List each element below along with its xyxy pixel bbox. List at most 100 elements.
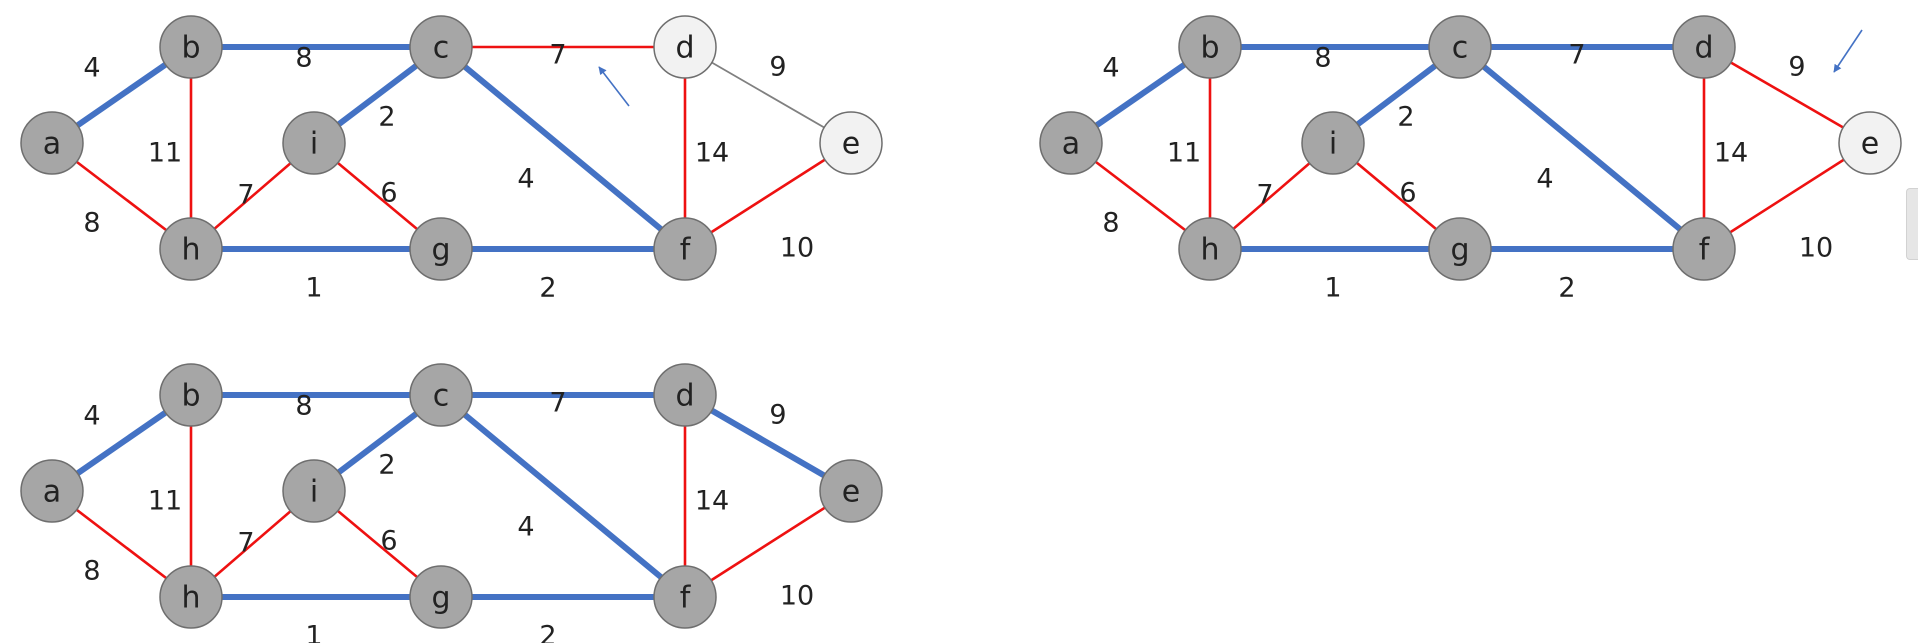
node-label-c: c <box>1452 31 1469 66</box>
edge-weight-i-g: 6 <box>380 526 397 557</box>
node-circle-e <box>1838 111 1902 175</box>
node-e[interactable]: e <box>819 111 883 175</box>
edge-weight-h-g: 1 <box>305 273 322 304</box>
edge-weight-b-c: 8 <box>295 391 312 422</box>
edge-weight-c-d: 7 <box>549 40 566 71</box>
edge-weight-i-g: 6 <box>1399 178 1416 209</box>
edge-e-f <box>1702 141 1872 251</box>
node-g[interactable]: g <box>409 217 473 281</box>
edge-weight-h-i: 7 <box>237 528 254 559</box>
node-circle-d <box>653 363 717 427</box>
edge-weight-b-h: 11 <box>148 138 182 169</box>
edge-weight-g-f: 2 <box>1558 273 1575 304</box>
node-h[interactable]: h <box>159 565 223 629</box>
node-e[interactable]: e <box>819 459 883 523</box>
node-circle-h <box>1178 217 1242 281</box>
edge-weight-i-g: 6 <box>380 178 397 209</box>
edge-weight-i-c: 2 <box>378 450 395 481</box>
node-c[interactable]: c <box>409 15 473 79</box>
node-label-g: g <box>431 581 450 616</box>
edge-d-e <box>684 46 852 144</box>
node-label-a: a <box>1062 127 1080 162</box>
node-label-d: d <box>675 379 694 414</box>
node-b[interactable]: b <box>159 15 223 79</box>
node-i[interactable]: i <box>282 111 346 175</box>
node-d[interactable]: d <box>1672 15 1736 79</box>
edge-weight-a-b: 4 <box>83 401 100 432</box>
edge-weight-h-g: 1 <box>305 621 322 643</box>
node-circle-i <box>282 459 346 523</box>
edge-weight-c-f: 4 <box>1536 164 1553 195</box>
node-label-h: h <box>181 581 200 616</box>
node-circle-h <box>159 565 223 629</box>
node-circle-f <box>1672 217 1736 281</box>
node-circle-d <box>1672 15 1736 79</box>
node-label-g: g <box>1450 233 1469 268</box>
node-label-e: e <box>1861 127 1879 162</box>
node-circle-i <box>1301 111 1365 175</box>
node-b[interactable]: b <box>1178 15 1242 79</box>
edge-weight-b-c: 8 <box>295 43 312 74</box>
node-circle-e <box>819 111 883 175</box>
node-circle-a <box>1039 111 1103 175</box>
edge-weight-b-h: 11 <box>148 486 182 517</box>
edge-weight-d-e: 9 <box>769 400 786 431</box>
edge-weight-i-c: 2 <box>1397 102 1414 133</box>
node-a[interactable]: a <box>1039 111 1103 175</box>
pointer-arrow-icon <box>598 66 630 107</box>
node-circle-g <box>409 565 473 629</box>
node-i[interactable]: i <box>282 459 346 523</box>
node-label-a: a <box>43 127 61 162</box>
edge-e-f <box>683 489 853 599</box>
node-f[interactable]: f <box>1672 217 1736 281</box>
node-c[interactable]: c <box>409 363 473 427</box>
node-label-i: i <box>310 475 318 510</box>
edge-weight-e-f: 10 <box>1799 233 1833 264</box>
node-h[interactable]: h <box>159 217 223 281</box>
node-a[interactable]: a <box>20 111 84 175</box>
node-label-e: e <box>842 475 860 510</box>
node-i[interactable]: i <box>1301 111 1365 175</box>
node-f[interactable]: f <box>653 565 717 629</box>
node-d[interactable]: d <box>653 363 717 427</box>
edge-weight-b-h: 11 <box>1167 138 1201 169</box>
node-circle-c <box>409 363 473 427</box>
node-d[interactable]: d <box>653 15 717 79</box>
node-a[interactable]: a <box>20 459 84 523</box>
node-f[interactable]: f <box>653 217 717 281</box>
node-b[interactable]: b <box>159 363 223 427</box>
node-label-f: f <box>680 233 692 268</box>
edge-weight-d-e: 9 <box>769 52 786 83</box>
node-circle-c <box>409 15 473 79</box>
node-label-b: b <box>181 379 200 414</box>
node-circle-h <box>159 217 223 281</box>
edge-weight-h-g: 1 <box>1324 273 1341 304</box>
node-g[interactable]: g <box>1428 217 1492 281</box>
edge-weight-e-f: 10 <box>780 233 814 264</box>
node-circle-b <box>159 363 223 427</box>
node-label-b: b <box>181 31 200 66</box>
node-h[interactable]: h <box>1178 217 1242 281</box>
node-label-g: g <box>431 233 450 268</box>
node-label-h: h <box>181 233 200 268</box>
node-label-h: h <box>1200 233 1219 268</box>
node-circle-d <box>653 15 717 79</box>
node-label-c: c <box>433 31 450 66</box>
node-label-a: a <box>43 475 61 510</box>
side-scroll-handle[interactable] <box>1906 188 1918 260</box>
edge-weight-a-h: 8 <box>83 208 100 239</box>
edge-weight-a-h: 8 <box>1102 208 1119 239</box>
node-label-i: i <box>1329 127 1337 162</box>
edge-weight-e-f: 10 <box>780 581 814 612</box>
pointer-arrow-icon <box>1833 29 1863 73</box>
node-e[interactable]: e <box>1838 111 1902 175</box>
edge-weight-c-f: 4 <box>517 164 534 195</box>
edge-d-e <box>682 392 854 494</box>
node-g[interactable]: g <box>409 565 473 629</box>
edge-c-f <box>438 44 688 252</box>
edge-weight-c-d: 7 <box>549 388 566 419</box>
node-c[interactable]: c <box>1428 15 1492 79</box>
